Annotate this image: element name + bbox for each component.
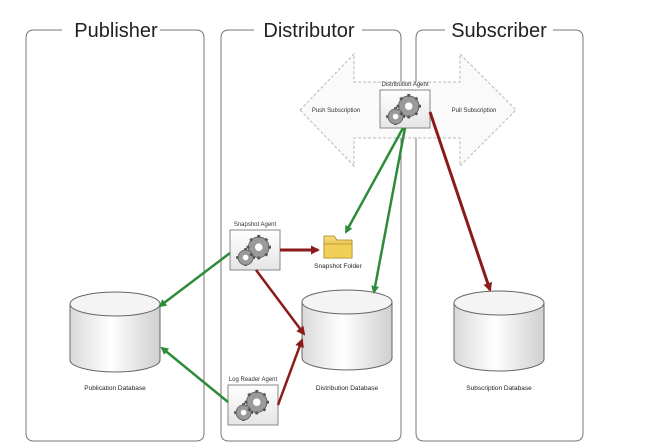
logreader-to-distdb-arrow <box>276 338 304 406</box>
distributor-panel: Distributor <box>220 20 402 442</box>
publisher-title: Publisher <box>74 20 158 42</box>
push-subscription-label: Push Subscription <box>312 108 360 114</box>
pull-subscription-label: Pull Subscription <box>452 108 497 114</box>
publication-database-label: Publication Database <box>84 385 146 392</box>
publisher-panel: Publisher <box>25 20 205 442</box>
snapshot-to-distdb-arrow <box>255 269 306 336</box>
subscriber-title: Subscriber <box>451 20 547 42</box>
snapshot-to-publication-arrow <box>158 252 231 308</box>
subscription-database-label: Subscription Database <box>466 385 532 392</box>
flow-arrows <box>158 111 493 406</box>
distribution-to-folder-arrow <box>344 127 405 234</box>
subscription-database: Subscription Database <box>453 290 545 392</box>
distribution-agent: Distribution Agent <box>379 82 431 129</box>
distribution-agent-label: Distribution Agent <box>381 82 428 88</box>
distribution-database: Distribution Database <box>301 289 393 392</box>
distributor-title: Distributor <box>263 20 354 42</box>
distribution-to-subscription-arrow <box>428 111 493 292</box>
subscriber-panel: Subscriber <box>415 20 584 442</box>
snapshot-agent: Snapshot Agent <box>229 222 281 271</box>
snapshot-agent-label: Snapshot Agent <box>234 222 277 228</box>
publication-database: Publication Database <box>69 291 161 392</box>
log-reader-agent: Log Reader Agent <box>227 377 279 426</box>
snapshot-folder: Snapshot Folder <box>314 235 363 270</box>
distribution-to-distdb-arrow <box>371 127 407 294</box>
distribution-database-label: Distribution Database <box>316 385 379 392</box>
log-reader-agent-label: Log Reader Agent <box>229 377 278 383</box>
snapshot-folder-label: Snapshot Folder <box>314 263 363 270</box>
logreader-to-publication-arrow <box>160 346 229 403</box>
